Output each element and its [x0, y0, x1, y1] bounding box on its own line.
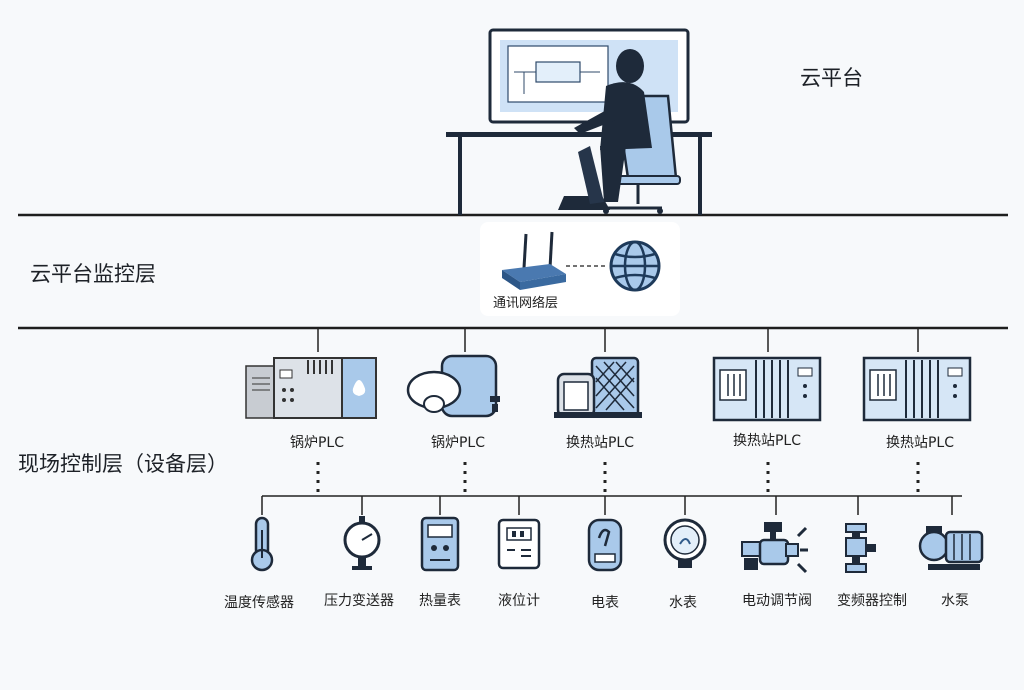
- device-label: 水泵: [941, 593, 969, 609]
- level-meter-icon: [497, 518, 541, 570]
- network-layer-label: 通讯网络层: [493, 296, 559, 311]
- boiler-icon: [406, 354, 500, 418]
- plc-label: 换热站PLC: [732, 433, 802, 449]
- cabinet-plc-icon: [245, 357, 377, 419]
- plc-dotted-links: [316, 462, 920, 492]
- operator-workstation-icon: [446, 28, 712, 215]
- network-devices: [480, 222, 680, 316]
- thermometer-icon: [250, 516, 274, 572]
- motorized-valve-icon: [741, 522, 808, 574]
- device-label: 压力变送器: [324, 593, 394, 609]
- device-label: 热量表: [419, 593, 461, 609]
- device-label: 水表: [669, 595, 697, 611]
- heat-meter-icon: [420, 516, 460, 572]
- plc-label: 锅炉PLC: [430, 435, 486, 451]
- pressure-gauge-icon: [343, 516, 381, 570]
- field-layer-label: 现场控制层（设备层）: [18, 452, 228, 476]
- inverter-icon: [845, 523, 876, 573]
- device-label: 电表: [591, 595, 619, 611]
- rack-plc-icon: [862, 356, 972, 422]
- water-meter-icon: [663, 518, 707, 568]
- router-icon: [502, 231, 566, 290]
- water-pump-icon: [918, 526, 984, 570]
- globe-icon: [609, 240, 661, 292]
- heat-exchanger-icon: [554, 356, 642, 418]
- rack-plc-icon: [712, 356, 822, 422]
- device-label: 电动调节阀: [742, 593, 812, 609]
- cloud-platform-label: 云平台: [800, 66, 863, 90]
- device-label: 液位计: [498, 593, 540, 609]
- plc-label: 换热站PLC: [885, 435, 955, 451]
- electric-meter-icon: [587, 518, 623, 572]
- device-label: 温度传感器: [224, 595, 294, 611]
- monitor-layer-label: 云平台监控层: [30, 262, 156, 286]
- plc-label: 换热站PLC: [565, 435, 635, 451]
- device-label: 变频器控制: [837, 593, 907, 609]
- plc-label: 锅炉PLC: [289, 435, 345, 451]
